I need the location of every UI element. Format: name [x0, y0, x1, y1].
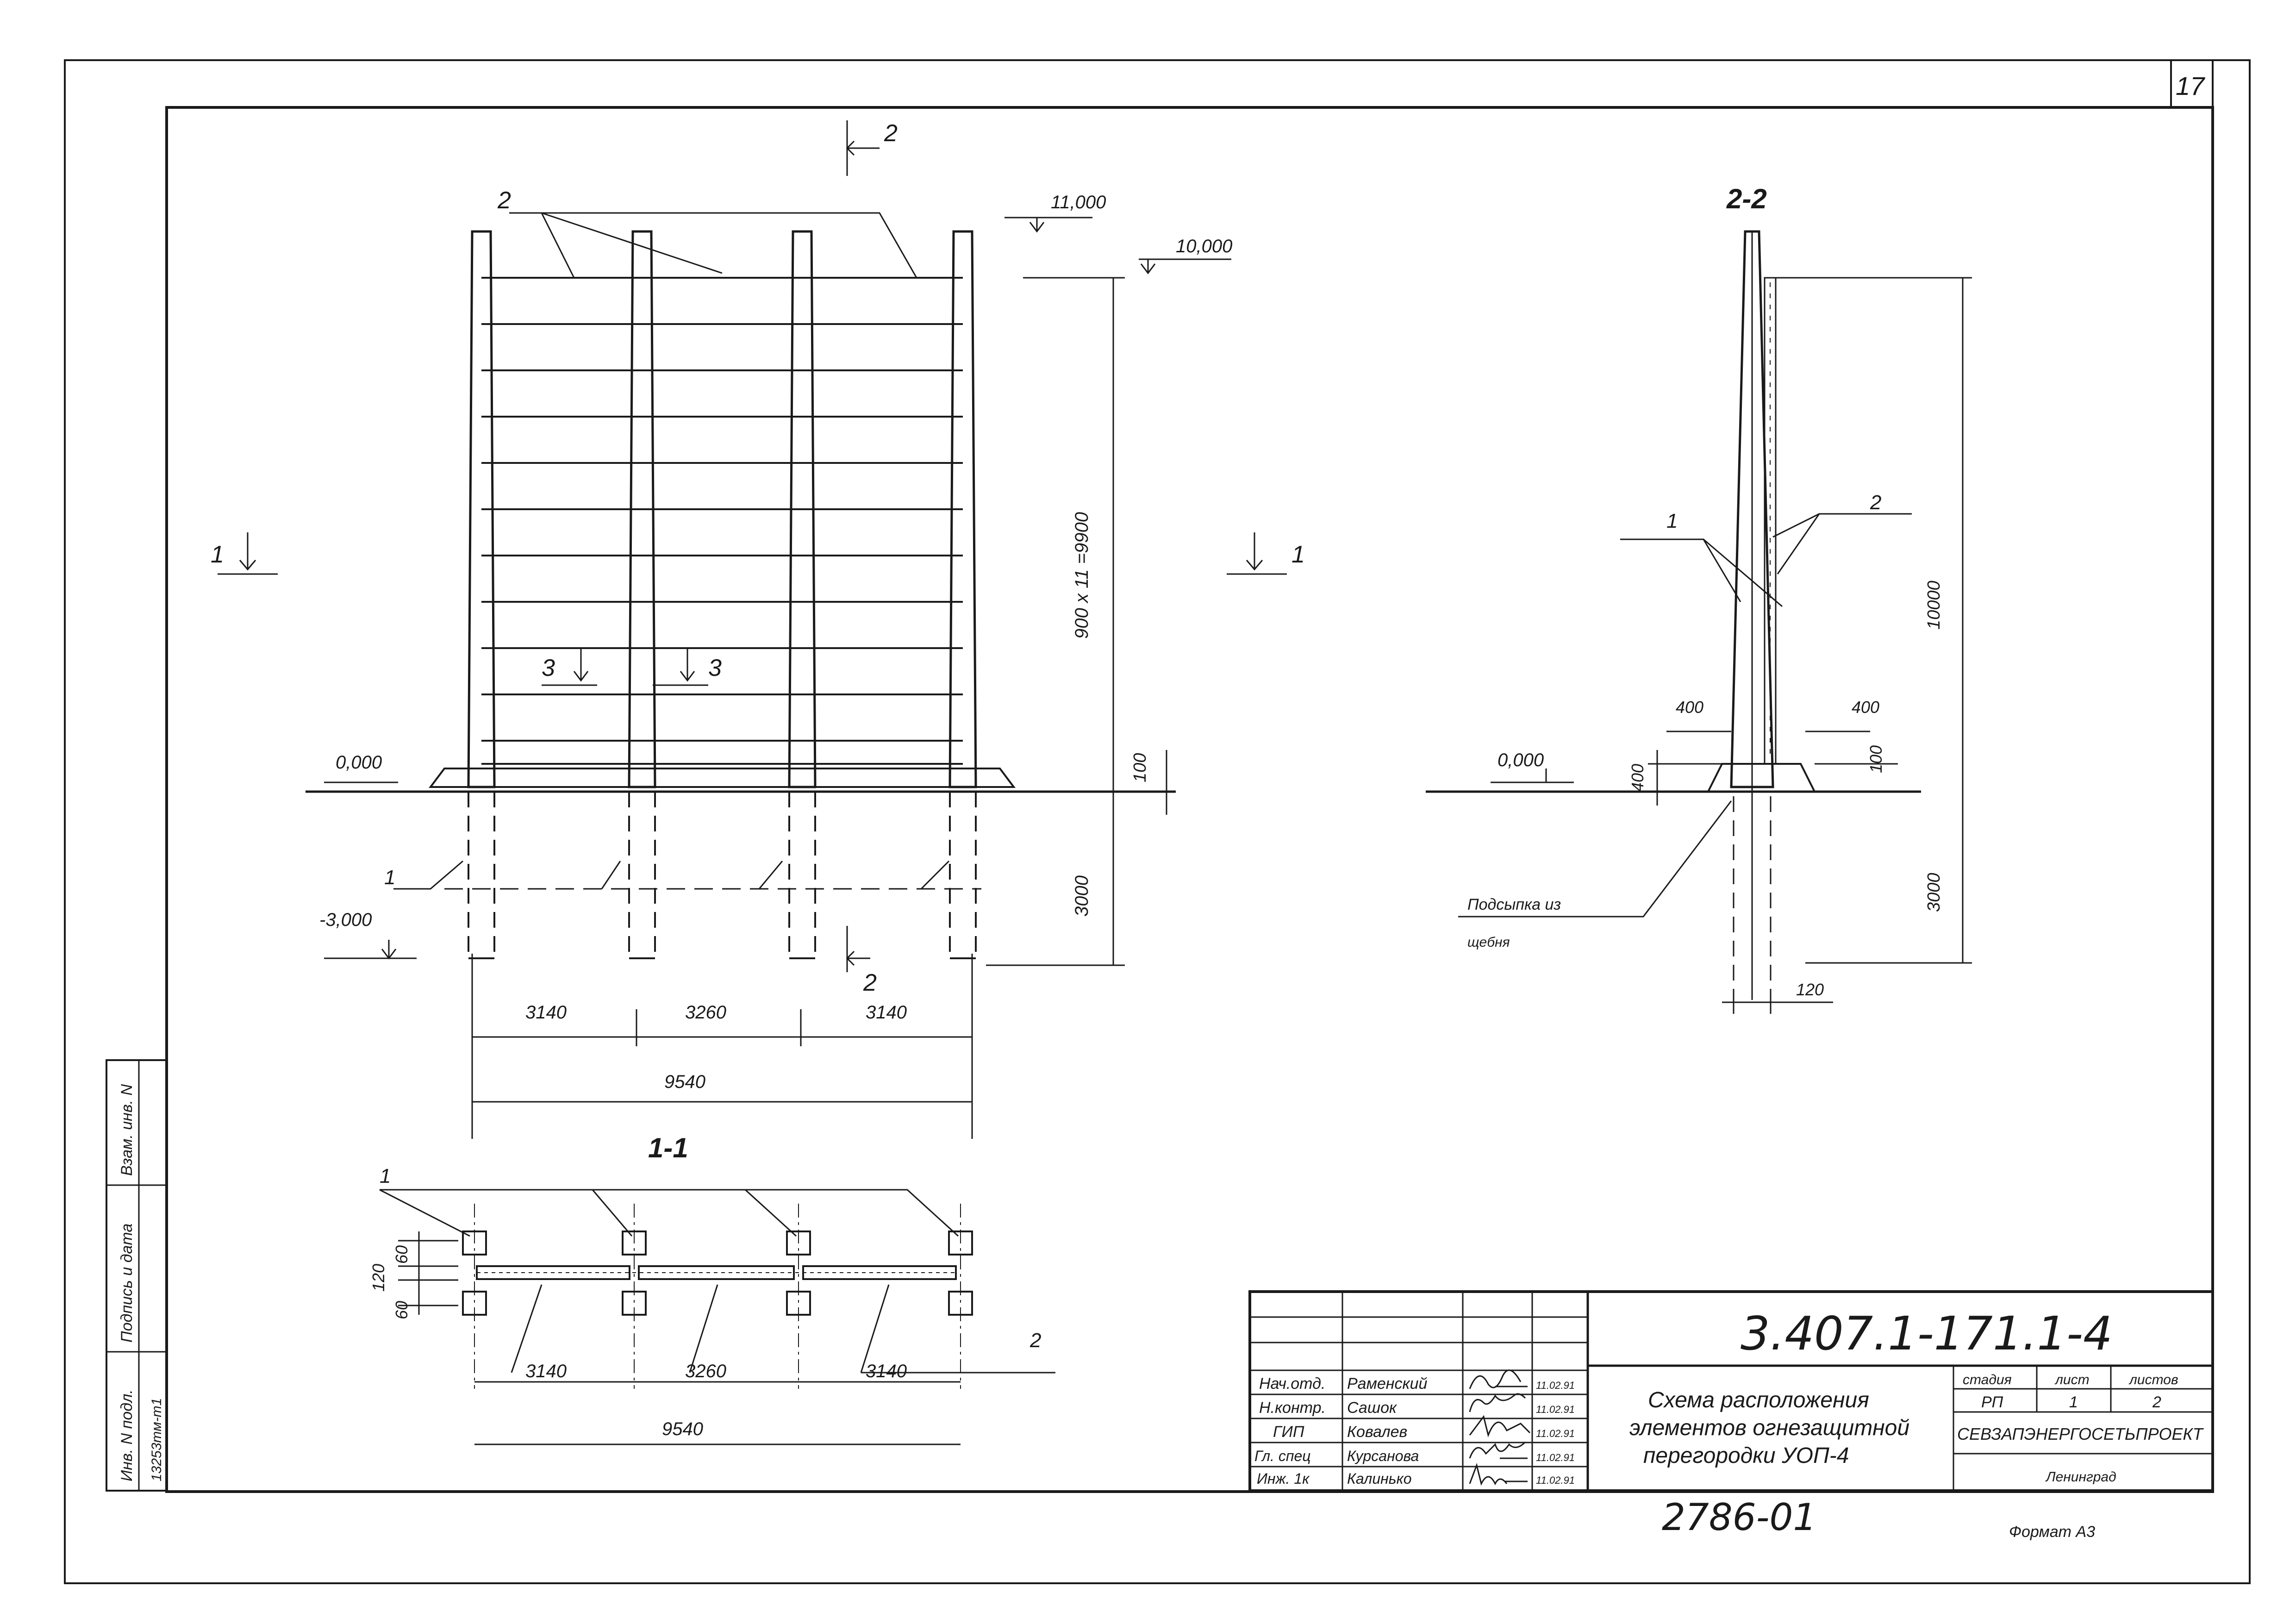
section-1-1-dim-60-bottom: 60	[392, 1301, 411, 1319]
section-2-2-dim-3000: 3000	[1924, 873, 1944, 912]
dim-vertical-below: 3000	[1072, 875, 1092, 917]
row-4-role: Гл. спец	[1254, 1448, 1311, 1464]
section-2-2-note-line1: Подсыпка из	[1467, 896, 1561, 913]
section-1-1-dim-120: 120	[369, 1264, 388, 1292]
dim-vertical-small: 100	[1130, 753, 1150, 782]
section-2-2-dim-100: 100	[1866, 745, 1885, 773]
section-2-2-callout-2: 2	[1870, 491, 1881, 514]
page-number: 17	[2176, 71, 2205, 100]
elevation-callouts	[218, 120, 1287, 972]
row-1-role: Нач.отд.	[1259, 1375, 1325, 1393]
elevation-view: 11,000 10,000 0,000 -3,000 900 x 11 =990…	[211, 120, 1305, 1139]
row-2-date: 11.02.91	[1536, 1404, 1575, 1415]
title-line-2: элементов огнезащитной	[1629, 1416, 1909, 1440]
side-stamp-field-inv: Инв. N подл.	[118, 1389, 136, 1481]
row-5-role: Инж. 1к	[1257, 1470, 1310, 1487]
level-marks	[324, 217, 1231, 960]
side-stamp	[106, 1059, 168, 1492]
section-2-2-callout-1: 1	[1666, 510, 1678, 532]
section-2-2-dim-400-vertical: 400	[1628, 764, 1647, 792]
section-1-1-callout-2: 2	[1029, 1329, 1041, 1352]
signatures	[1469, 1369, 1531, 1486]
level-0000: 0,000	[336, 752, 382, 773]
row-2-role: Н.контр.	[1259, 1399, 1326, 1417]
section-mark-2-bottom: 2	[863, 969, 877, 996]
section-mark-1-left: 1	[211, 541, 224, 568]
section-1-1-span-3: 3140	[866, 1361, 907, 1381]
title-block	[1248, 1290, 2214, 1492]
stage-header: стадия	[1963, 1372, 2012, 1387]
elevation-vertical-dimensions	[986, 277, 1167, 966]
section-2-2-note-line2: щебня	[1467, 935, 1510, 950]
row-4-name: Курсанова	[1347, 1448, 1419, 1464]
row-2-name: Сашок	[1347, 1399, 1398, 1417]
side-stamp-field-replace: Взам. инв. N	[118, 1084, 136, 1176]
city: Ленинград	[2045, 1469, 2116, 1485]
elevation-span-dimensions	[471, 954, 973, 1139]
section-mark-2-top: 2	[884, 120, 898, 147]
signatory-rows: Нач.отд. Раменский 11.02.91 Н.контр. Саш…	[1254, 1375, 1575, 1487]
sheet-header: лист	[2054, 1372, 2090, 1387]
level-11000: 11,000	[1051, 192, 1106, 212]
title-line-1: Схема расположения	[1648, 1388, 1869, 1412]
row-1-name: Раменский	[1347, 1375, 1427, 1393]
section-2-2-dim-10000: 10000	[1924, 581, 1944, 630]
format-label: Формат А3	[2009, 1523, 2095, 1541]
row-1-date: 11.02.91	[1536, 1380, 1575, 1391]
archive-number: 2786-01	[1662, 1496, 1816, 1539]
side-stamp-field-sign: Подпись и дата	[118, 1224, 136, 1343]
row-3-name: Ковалев	[1347, 1423, 1407, 1441]
section-1-1-dim-60-top: 60	[392, 1245, 411, 1264]
level-minus-3000: -3,000	[319, 910, 372, 930]
section-1-1-title: 1-1	[648, 1132, 688, 1163]
level-10000: 10,000	[1176, 236, 1232, 256]
section-1-1: 1-1 60 120 60 3140 3260 3140	[369, 1132, 1055, 1445]
row-5-name: Калинько	[1347, 1470, 1411, 1487]
section-2-2-title: 2-2	[1726, 183, 1767, 214]
span-2: 3260	[685, 1002, 726, 1023]
section-2-2: 2-2 10000 3000 0,000 400 400 400 100 120…	[1426, 183, 1972, 1014]
organization: СЕВЗАПЭНЕРГОСЕТЬПРОЕКТ	[1957, 1424, 2204, 1443]
section-2-2-dim-400-left: 400	[1676, 698, 1703, 717]
elevation-plinth	[429, 768, 1016, 788]
row-3-role: ГИП	[1273, 1423, 1304, 1441]
row-5-date: 11.02.91	[1536, 1474, 1575, 1486]
section-1-1-span-1: 3140	[525, 1361, 567, 1381]
elevation-panels	[481, 277, 963, 765]
span-3: 3140	[866, 1002, 907, 1023]
section-mark-1-right: 1	[1292, 541, 1305, 568]
sheet-value: 1	[2069, 1393, 2078, 1411]
sheets-value: 2	[2152, 1393, 2161, 1411]
elevation-callout-2: 2	[497, 187, 511, 214]
row-4-date: 11.02.91	[1536, 1452, 1575, 1463]
row-3-date: 11.02.91	[1536, 1428, 1575, 1439]
stage-value: РП	[1981, 1393, 2003, 1411]
elevation-posts	[467, 230, 977, 959]
span-1: 3140	[525, 1002, 567, 1023]
section-1-1-callout-1: 1	[380, 1165, 391, 1187]
elevation-callout-1: 1	[384, 866, 395, 889]
section-1-1-span-2: 3260	[685, 1361, 726, 1381]
sheets-header: листов	[2128, 1372, 2178, 1387]
section-1-1-panels	[476, 1265, 957, 1280]
dim-vertical-main: 900 x 11 =9900	[1072, 512, 1092, 639]
elevation-callout-3a: 3	[542, 655, 555, 681]
section-2-2-dim-400-right: 400	[1852, 698, 1879, 717]
title-line-3: перегородки УОП-4	[1643, 1443, 1849, 1468]
sheet-frame	[64, 59, 2251, 1584]
doc-code: 3.407.1-171.1-4	[1741, 1306, 2113, 1361]
side-stamp-inv-value: 13253тм-т1	[149, 1398, 164, 1481]
section-1-1-total: 9540	[662, 1419, 703, 1439]
span-total: 9540	[664, 1072, 705, 1092]
elevation-callout-3b: 3	[708, 655, 722, 681]
section-2-2-dim-120: 120	[1796, 980, 1824, 999]
section-2-2-level: 0,000	[1497, 750, 1544, 770]
